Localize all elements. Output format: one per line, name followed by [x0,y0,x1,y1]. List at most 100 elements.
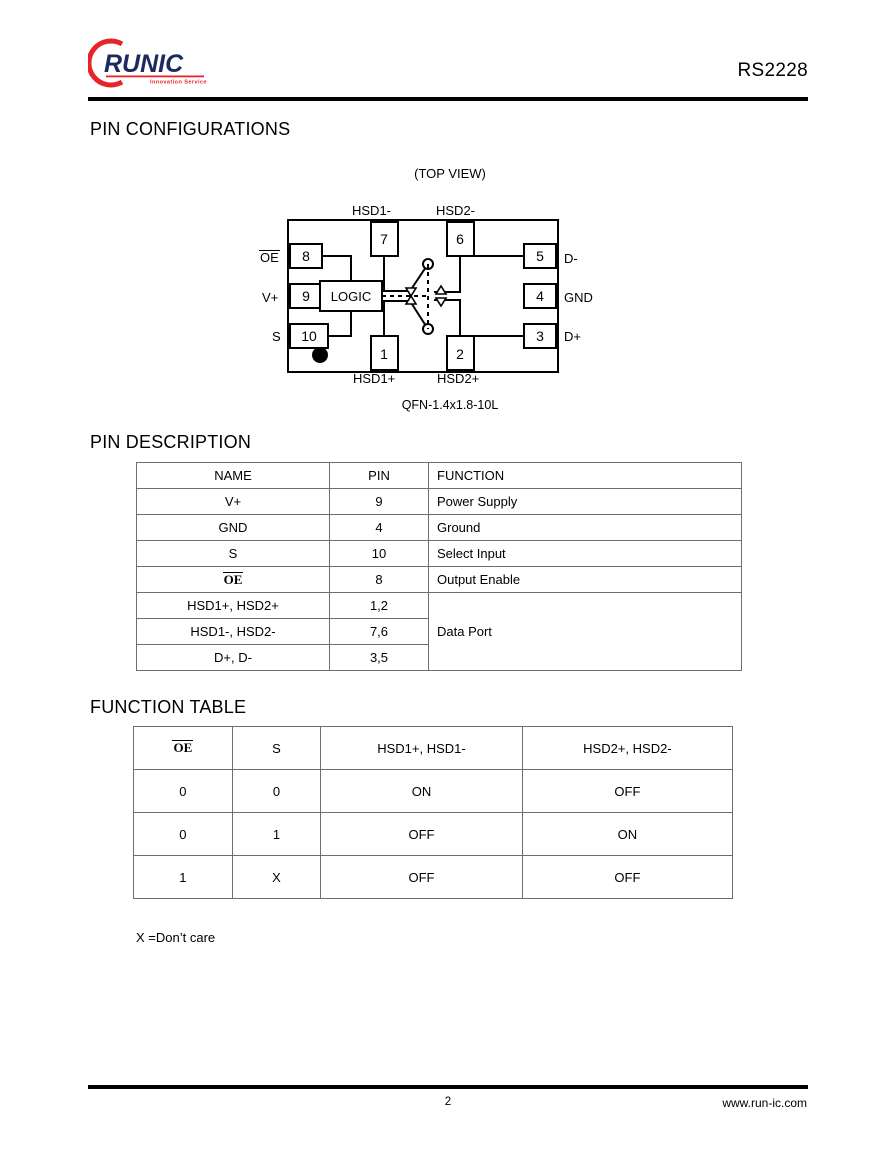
footer-website: www.run-ic.com [722,1096,807,1110]
cell-pin: 7,6 [329,618,429,645]
column-header-hsd2: HSD2+, HSD2- [521,726,734,770]
cell-function: Power Supply [428,488,742,515]
column-header-s: S [231,726,322,770]
diagram-label-hsd1-minus: HSD1- [352,203,392,218]
cell-hsd2: OFF [521,855,734,899]
cell-pin: 8 [329,566,429,593]
cell-function: Ground [428,514,742,541]
table-row: HSD1-, HSD2- 7,6 [136,618,742,645]
cell-name: V+ [136,488,330,515]
wire-pin7-switch [383,256,410,292]
table-row: OE 8 Output Enable [136,566,742,593]
oe-overline-text: OE [172,740,194,756]
diagram-label-vplus: V+ [262,290,279,305]
pin-number-5: 5 [536,248,544,264]
diagram-label-s: S [272,329,281,344]
package-outline-svg: 8 9 10 5 4 3 7 6 1 2 LOGIC [287,219,559,373]
package-body [287,219,559,373]
cell-name: D+, D- [136,644,330,671]
pin-number-7: 7 [380,231,388,247]
cell-name-oe: OE [136,566,330,593]
logo-wordmark: RUNIC [104,50,184,78]
switch-marker-left-upper [404,287,418,298]
column-header-hsd1: HSD1+, HSD1- [320,726,523,770]
diagram-label-dplus: D+ [564,329,581,344]
cell-s: 0 [231,769,322,813]
top-view-label: (TOP VIEW) [414,166,486,181]
cell-hsd1: OFF [320,812,523,856]
cell-oe: 1 [133,855,233,899]
cell-pin: 4 [329,514,429,541]
table-header-row: NAME PIN FUNCTION [136,462,742,489]
cell-hsd2: OFF [521,769,734,813]
column-header-function: FUNCTION [428,462,742,489]
cell-oe: 0 [133,769,233,813]
footer-page-number: 2 [444,1096,452,1108]
pin-number-10: 10 [301,328,317,344]
switch-arm-lower [409,300,427,327]
pin-number-4: 4 [536,288,544,304]
pin-box-7 [370,221,399,257]
part-number: RS2228 [737,60,808,81]
cell-s: 1 [231,812,322,856]
logo-underline [106,75,204,78]
oe-overline-text: OE [259,250,280,265]
pin-box-6 [446,221,475,257]
pin-description-table: NAME PIN FUNCTION V+ 9 Power Supply GND … [136,462,742,671]
cell-function-data-port: Data Port [428,592,742,671]
cell-pin: 10 [329,540,429,567]
column-header-pin: PIN [329,462,429,489]
column-header-name: NAME [136,462,330,489]
pin-box-10 [289,323,329,349]
cell-name: S [136,540,330,567]
runic-logo: RUNIC Innovation Service [86,38,208,90]
wire-pin6-throw [434,256,461,293]
cell-s: X [231,855,322,899]
column-header-oe: OE [133,726,233,770]
table-row: S 10 Select Input [136,540,742,567]
cell-pin: 1,2 [329,592,429,619]
table-row: HSD1+, HSD2+ 1,2 Data Port [136,592,742,671]
dont-care-note: X =Don’t care [136,930,216,945]
table-row: 0 0 ON OFF [133,769,734,813]
logo-arc-icon [86,38,124,88]
logic-block [319,280,383,312]
diagram-label-hsd1-plus: HSD1+ [353,371,396,386]
diagram-label-hsd2-plus: HSD2+ [437,371,480,386]
pin-box-2 [446,335,475,371]
cell-pin: 9 [329,488,429,515]
pin-number-9: 9 [302,288,310,304]
table-header-row: OE S HSD1+, HSD1- HSD2+, HSD2- [133,726,734,770]
table-row: 0 1 OFF ON [133,812,734,856]
cell-name: HSD1-, HSD2- [136,618,330,645]
cell-oe: 0 [133,812,233,856]
pin-one-dot-icon [312,347,328,363]
pin-number-6: 6 [456,231,464,247]
pin-box-9 [289,283,323,309]
logo-artwork: RUNIC Innovation Service [86,38,207,88]
diagram-label-hsd2-minus: HSD2- [436,203,476,218]
section-heading-pin-configurations: PIN CONFIGURATIONS [90,119,291,139]
table-row: D+, D- 3,5 [136,644,742,671]
table-row: 1 X OFF OFF [133,855,734,899]
wire-pin2-throw [434,299,461,336]
pin-number-8: 8 [302,248,310,264]
cell-function: Output Enable [428,566,742,593]
logic-block-label: LOGIC [331,289,371,304]
cell-hsd2: ON [521,812,734,856]
wire-pin1-switch [383,300,410,336]
pin-configuration-diagram: (TOP VIEW) HSD1- HSD2- HSD1+ HSD2+ OE V+… [240,160,660,420]
oe-overline-text: OE [222,571,244,587]
function-table: OE S HSD1+, HSD1- HSD2+, HSD2- 0 0 ON OF… [133,726,734,899]
pin-box-5 [523,243,557,269]
cell-name: HSD1+, HSD2+ [136,592,330,619]
cell-hsd1: ON [320,769,523,813]
pin-number-2: 2 [456,346,464,362]
switch-arm-upper [409,266,427,292]
wire-pin10-logic [328,311,352,337]
page-header: RUNIC Innovation Service RS2228 [86,36,808,98]
switch-marker-left-lower [404,294,418,305]
cell-hsd1: OFF [320,855,523,899]
diagram-label-gnd: GND [564,290,593,305]
diagram-label-dminus: D- [564,251,578,266]
